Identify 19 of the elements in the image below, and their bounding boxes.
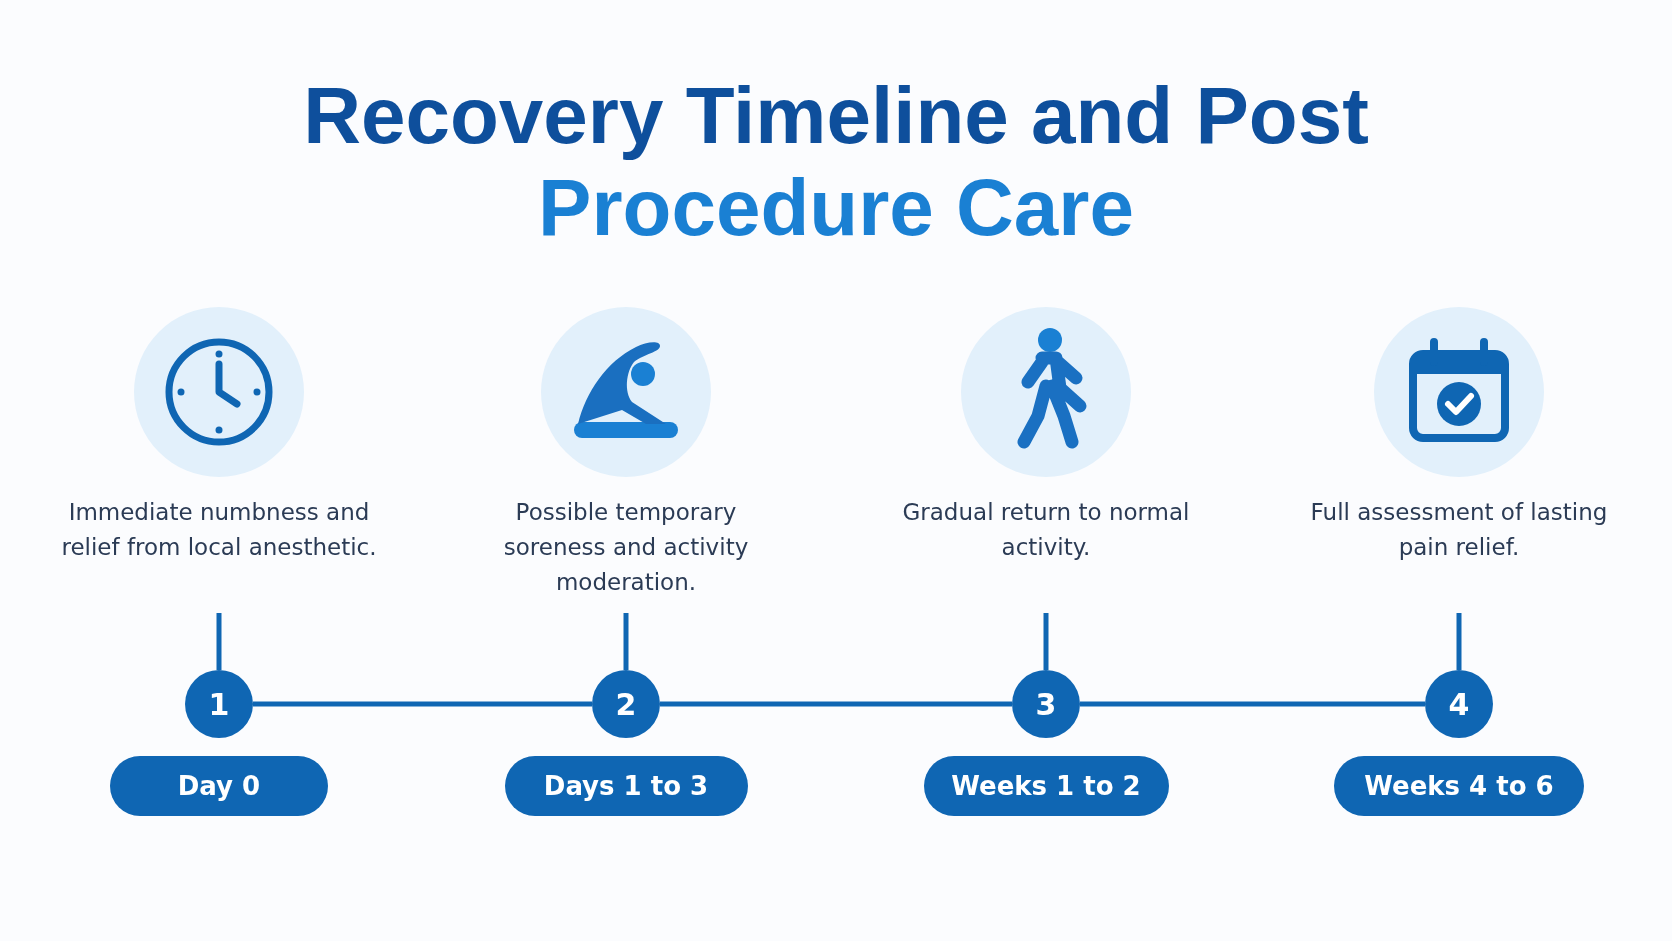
description-text: Immediate numbness and relief from local anesthetic. [59, 495, 379, 613]
step-number-circle: 4 [1425, 670, 1493, 738]
description-text: Gradual return to normal activity. [886, 495, 1206, 613]
step-number-circle: 3 [1012, 670, 1080, 738]
connector-line [1080, 701, 1425, 707]
time-pill: Weeks 1 to 2 [923, 756, 1169, 816]
time-pill: Days 1 to 3 [504, 756, 748, 816]
connector-line [1043, 613, 1049, 670]
description-text: Full assessment of lasting pain relief. [1299, 495, 1619, 613]
description-text: Possible temporary soreness and activity moderation. [466, 495, 786, 613]
time-pill: Day 0 [110, 756, 328, 816]
connector-line [623, 613, 629, 670]
step-number-circle: 1 [185, 670, 253, 738]
connector-line [216, 613, 222, 670]
time-pill: Weeks 4 to 6 [1334, 756, 1584, 816]
connector-line [1456, 613, 1462, 670]
connector-line [660, 701, 1012, 707]
step-number-circle: 2 [592, 670, 660, 738]
connector-line [253, 701, 592, 707]
